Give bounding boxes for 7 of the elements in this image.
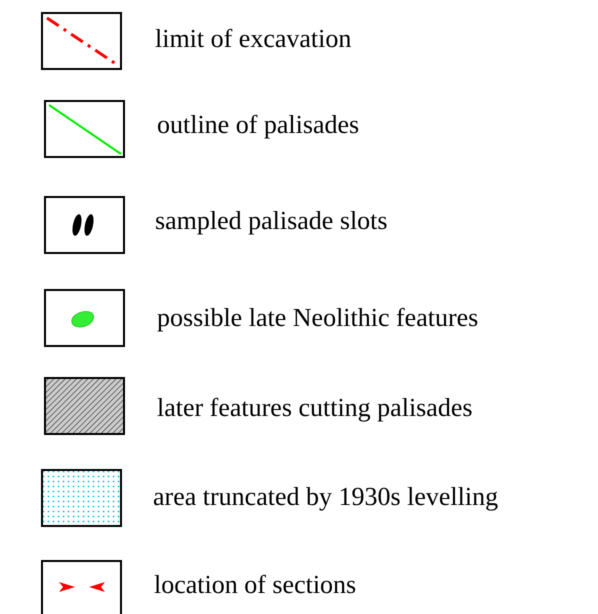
- legend-label: sampled palisade slots: [155, 206, 388, 236]
- legend-label: possible late Neolithic features: [157, 303, 478, 333]
- legend-label: area truncated by 1930s levelling: [153, 482, 498, 512]
- legend-label: location of sections: [154, 570, 356, 600]
- legend-label: outline of palisades: [157, 110, 360, 140]
- legend-label: later features cutting palisades: [157, 393, 472, 423]
- legend-label: limit of excavation: [155, 24, 352, 54]
